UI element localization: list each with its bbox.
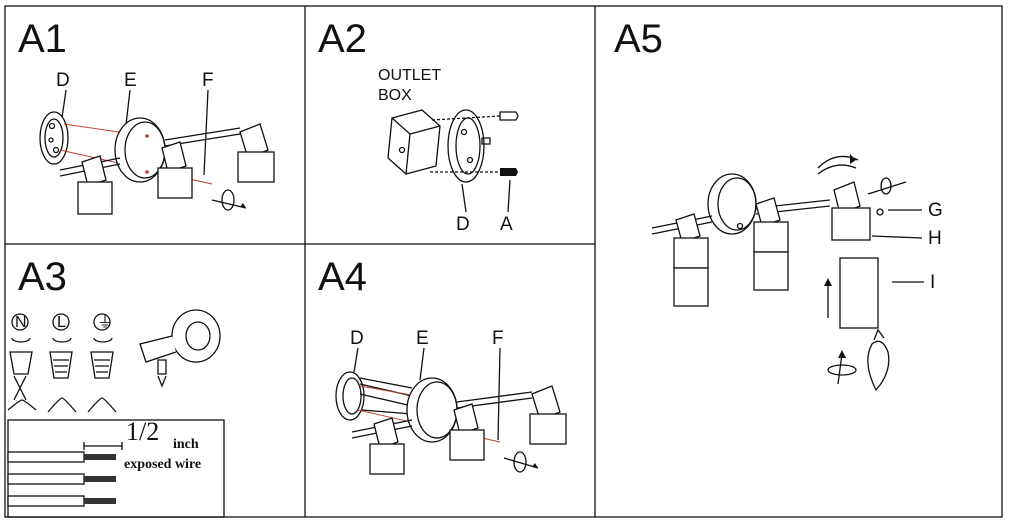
label-a: A xyxy=(500,214,513,235)
panel-a1-title: A1 xyxy=(18,17,67,61)
spotlight-icon xyxy=(529,385,567,445)
panel-a3-title: A3 xyxy=(18,255,67,299)
screw-rotate-icon xyxy=(867,177,907,195)
spotlight-icon xyxy=(831,181,871,241)
label-h: H xyxy=(928,228,942,249)
wiring-icon xyxy=(359,377,413,415)
spotlight-icon xyxy=(753,197,789,291)
up-arrow-icon xyxy=(824,278,832,318)
panel-a5-title: A5 xyxy=(614,17,663,61)
spotlight-icon xyxy=(369,417,405,475)
insulation-tape-icon xyxy=(139,309,221,388)
spotlight-icon xyxy=(77,155,113,215)
outlet-box-icon xyxy=(387,109,441,175)
strip-length-note: exposed wire xyxy=(124,457,201,472)
screw-icon xyxy=(500,168,518,176)
mounting-plate-icon xyxy=(447,109,491,183)
svg-text:⏚: ⏚ xyxy=(97,313,113,331)
label-g: G xyxy=(928,200,943,221)
strip-length-unit: inch xyxy=(173,437,199,452)
mounting-plate-icon xyxy=(335,371,365,421)
svg-text:L: L xyxy=(57,314,66,331)
outlet-box-label-line1: OUTLET xyxy=(378,67,441,84)
strip-length-value: 1/2 xyxy=(126,417,159,446)
glass-shade-icon xyxy=(839,257,879,329)
label-d: D xyxy=(350,328,364,349)
label-f: F xyxy=(202,70,214,91)
rotate-arrow-icon xyxy=(817,154,859,175)
spotlight-icon xyxy=(157,141,193,199)
screw-icon xyxy=(499,111,519,121)
spotlight-icon xyxy=(673,213,709,307)
live-terminal-icon: L xyxy=(47,313,77,413)
panel-a4-title: A4 xyxy=(318,255,367,299)
panel-a4: A4 D E F xyxy=(318,255,567,475)
candle-bulb-icon xyxy=(867,328,890,392)
panel-a3: A3 N L ⏚ xyxy=(7,255,225,518)
spotlight-icon xyxy=(237,123,275,183)
label-e: E xyxy=(124,70,137,91)
ground-terminal-icon: ⏚ xyxy=(87,313,117,413)
label-e: E xyxy=(416,328,429,349)
label-d: D xyxy=(56,70,70,91)
screw-rotate-icon xyxy=(211,189,247,211)
neutral-terminal-icon: N xyxy=(7,313,37,411)
label-f: F xyxy=(492,328,504,349)
label-d: D xyxy=(456,214,470,235)
panel-a2: A2 OUTLET BOX D A xyxy=(318,17,519,235)
panel-a5: A5 xyxy=(614,17,943,392)
spotlight-icon xyxy=(449,403,485,461)
screw-rotate-icon xyxy=(827,350,857,385)
panel-a2-title: A2 xyxy=(318,17,367,61)
panel-a1: A1 D E F xyxy=(18,17,275,215)
svg-text:N: N xyxy=(15,314,27,331)
mounting-plate-icon xyxy=(39,111,69,165)
outlet-box-label-line2: BOX xyxy=(378,87,412,104)
label-i: I xyxy=(930,272,935,293)
wire-strip-guide: 1/2 inch exposed wire xyxy=(7,417,225,518)
screw-rotate-icon xyxy=(503,451,539,473)
panel-frame xyxy=(4,5,1003,518)
